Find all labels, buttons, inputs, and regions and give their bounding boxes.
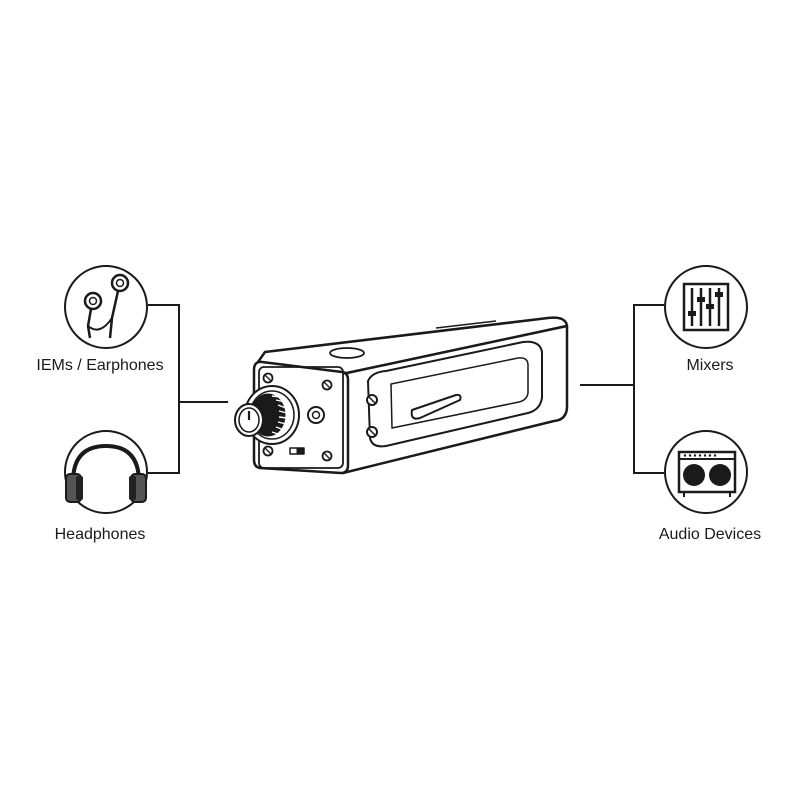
headphone-amplifier-device-icon [234,316,569,475]
speaker-cabinet-icon [664,430,748,514]
headphones-icon [64,430,148,514]
headphones-label: Headphones [54,526,146,543]
mixers-label: Mixers [686,357,734,374]
earphones-icon [64,265,148,349]
left-connector [148,304,228,474]
earphones-label: IEMs / Earphones [36,357,164,374]
audio-devices-label: Audio Devices [658,526,762,543]
right-connector [580,304,664,474]
mixer-faders-icon [664,265,748,349]
